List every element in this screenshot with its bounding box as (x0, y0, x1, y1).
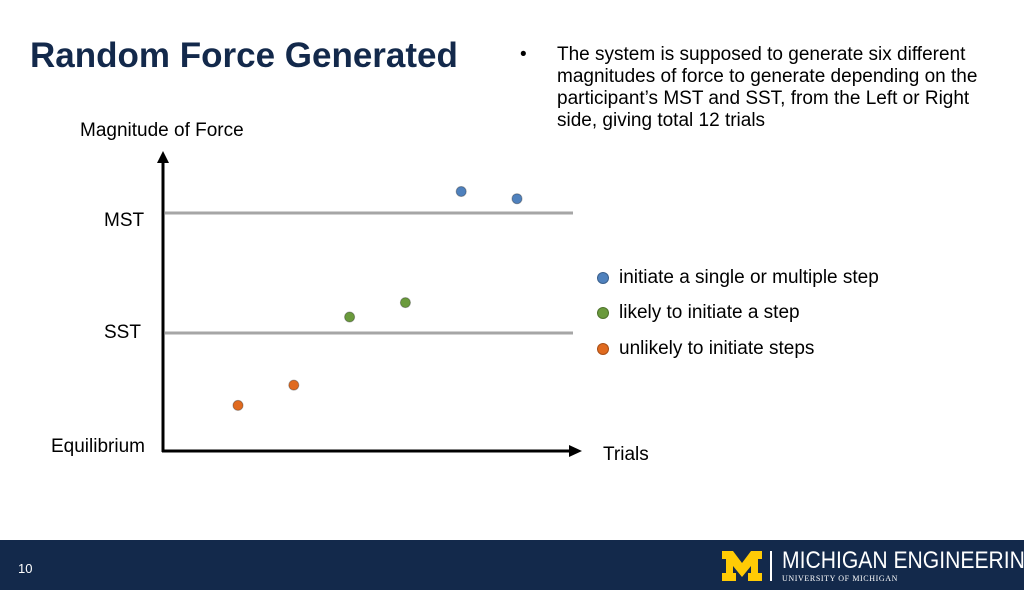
page-number: 10 (18, 561, 33, 576)
legend-item: initiate a single or multiple step (595, 260, 879, 296)
x-axis-label: Trials (603, 444, 649, 465)
data-points (232, 186, 523, 411)
legend-swatch (597, 342, 609, 355)
bullet-dot: • (520, 44, 527, 65)
footer-bar: 10 MICHIGAN ENGINEERING UNIVERSITY OF MI… (0, 540, 1024, 590)
legend-label: likely to initiate a step (619, 302, 800, 324)
data-point (455, 186, 467, 197)
legend-label: unlikely to initiate steps (619, 337, 815, 359)
data-point (511, 193, 523, 205)
level-label-sst: SST (104, 322, 141, 343)
data-point (232, 399, 244, 411)
bullet-text: The system is supposed to generate six d… (557, 44, 978, 131)
y-axis-arrowhead (157, 151, 169, 163)
michigan-engineering-logo: MICHIGAN ENGINEERING UNIVERSITY OF MICHI… (720, 549, 1024, 583)
level-label-mst: MST (104, 210, 145, 231)
legend-swatch (597, 271, 609, 284)
legend-swatch (597, 307, 609, 320)
slide-title: Random Force Generated (30, 36, 458, 75)
logo-divider (770, 551, 772, 581)
level-label-equilibrium: Equilibrium (51, 436, 145, 457)
legend: initiate a single or multiple step likel… (595, 260, 879, 367)
legend-label: initiate a single or multiple step (619, 266, 879, 288)
y-axis-label: Magnitude of Force (80, 120, 244, 141)
data-point (288, 379, 300, 391)
x-axis-arrowhead (569, 445, 582, 457)
legend-item: unlikely to initiate steps (595, 331, 879, 367)
bullet-point: • The system is supposed to generate six… (520, 44, 990, 132)
data-point (344, 311, 356, 323)
legend-item: likely to initiate a step (595, 296, 879, 332)
block-m-icon (722, 551, 762, 581)
logo-sub-text: UNIVERSITY OF MICHIGAN (782, 574, 899, 583)
logo-brand-text: MICHIGAN ENGINEERING (782, 547, 1024, 574)
data-point (399, 297, 411, 309)
